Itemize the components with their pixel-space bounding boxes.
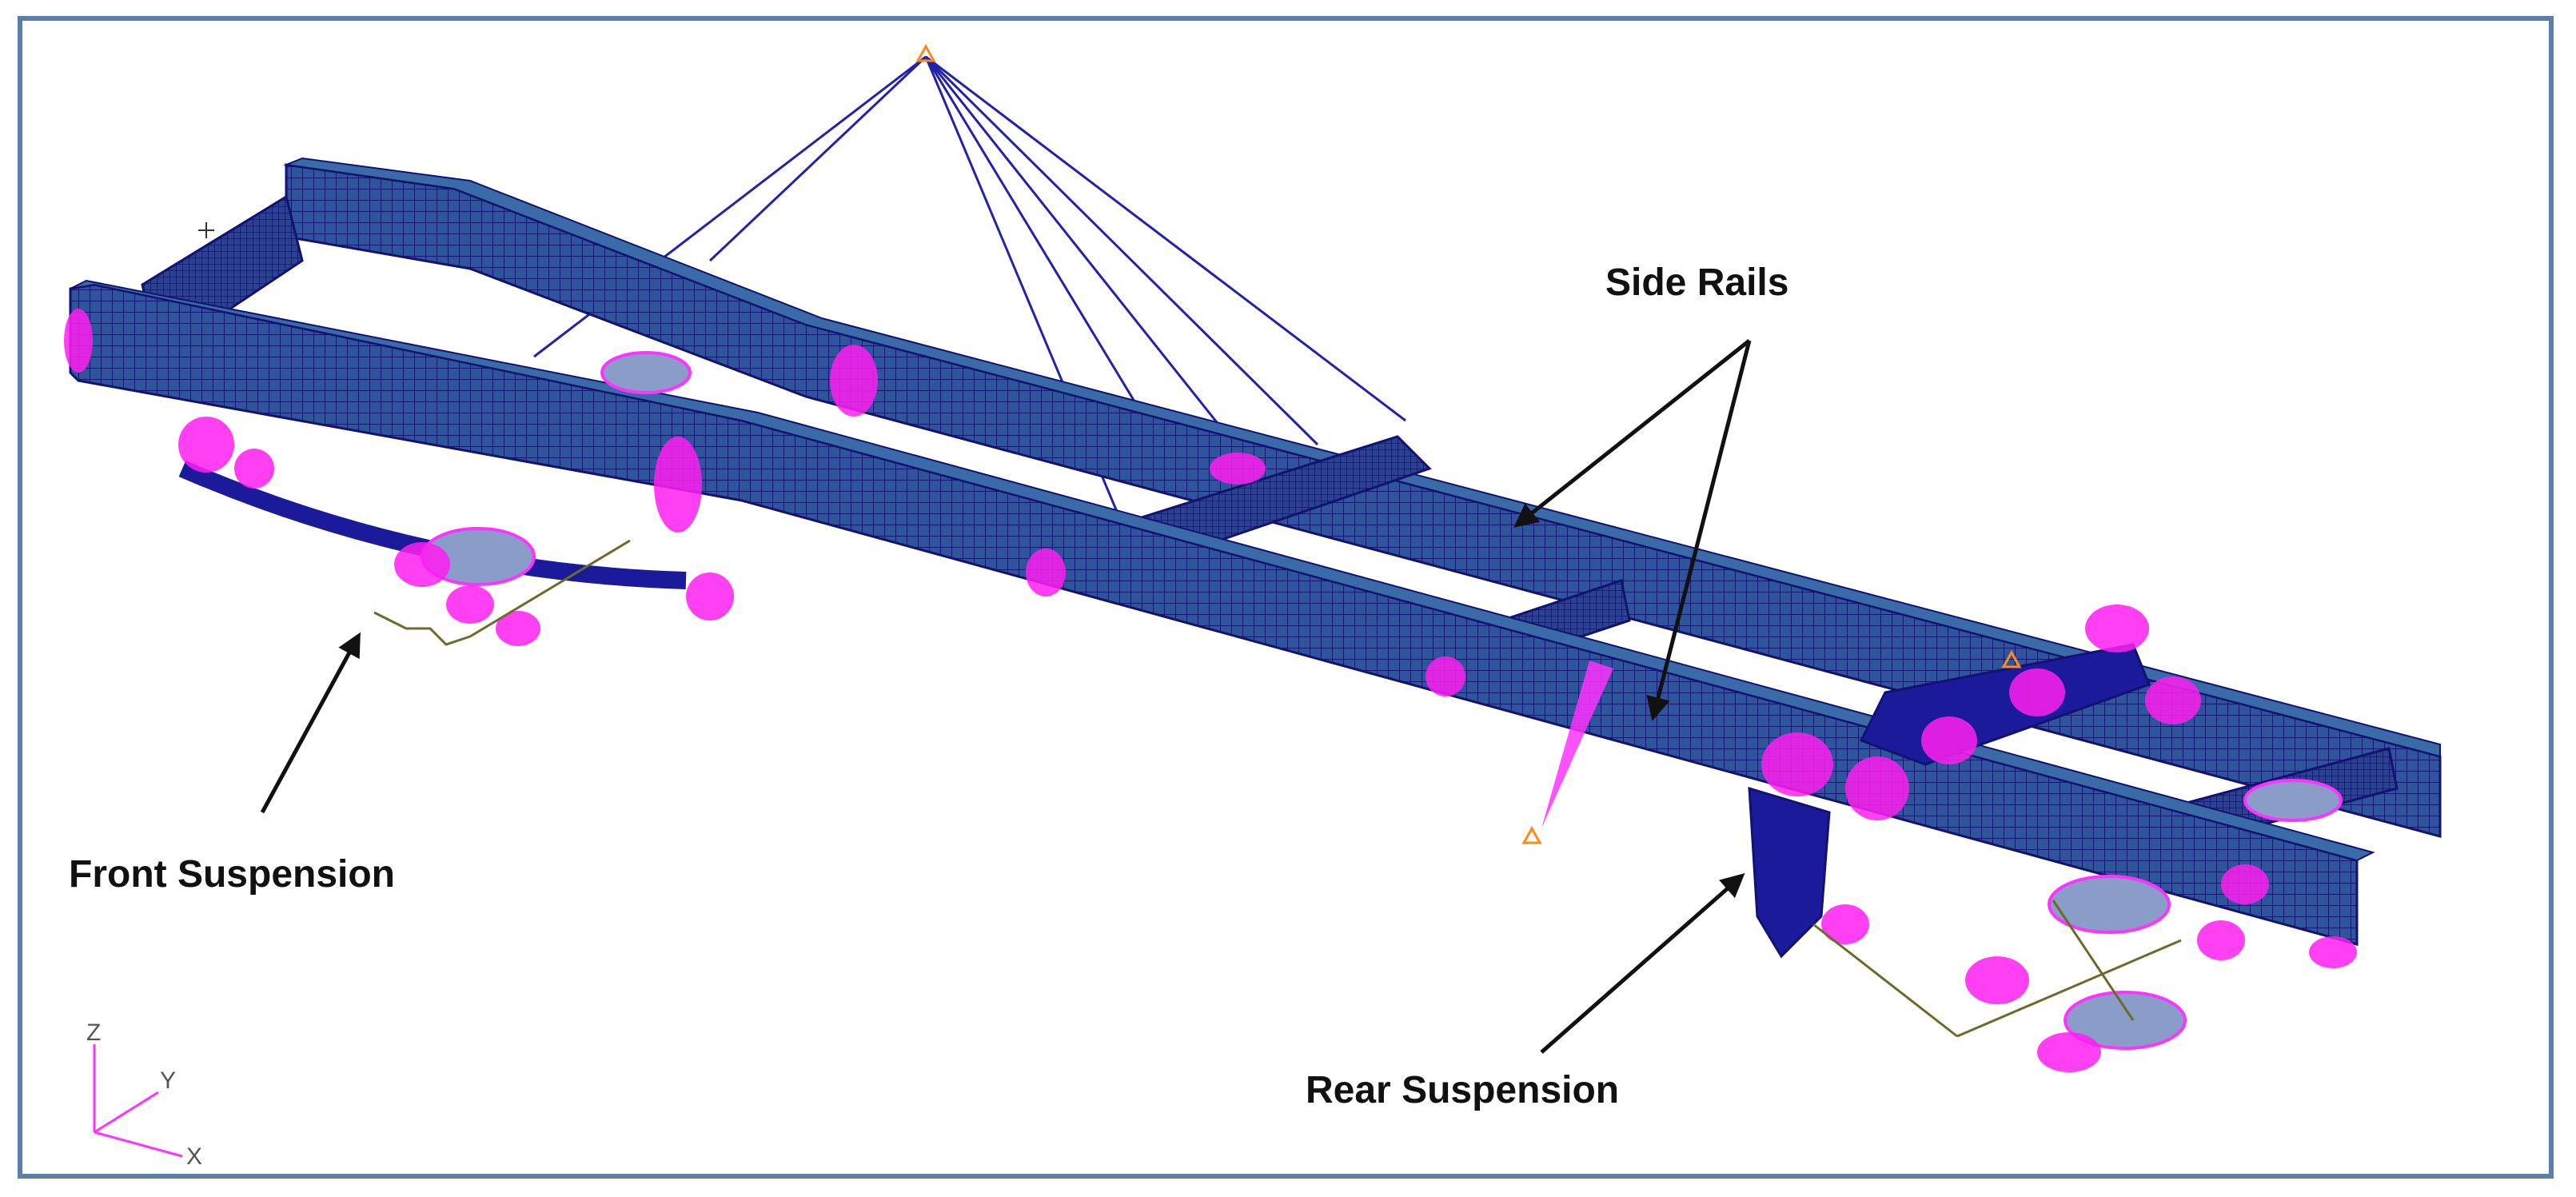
callout-rear-suspension: Rear Suspension [1306,1069,1620,1111]
constraint-triangle-icon [1521,825,1542,844]
side-rail-front-top [70,279,2375,862]
lift-cables [533,55,1406,533]
rigid-element-clusters [64,309,2357,1072]
callout-arrows [260,339,1752,1054]
arrow-icon [260,632,361,814]
axis-triad-icon [93,1044,183,1158]
crosshair-icon [198,222,214,238]
axis-y-label: Y [160,1067,176,1094]
axis-z-label: Z [86,1019,101,1046]
arrow-icon [1540,873,1745,1054]
front-wheel-disc-2 [600,351,692,394]
side-rail-rear-top [283,157,2441,758]
axis-x-label: X [186,1143,202,1170]
figure-frame: Z Y X Side Rails Front Suspension Rear S… [18,16,2554,1179]
side-rail-front [69,283,2359,946]
rear-wheel-disc-3 [2243,779,2343,822]
chassis-fe-model: Z Y X [64,43,2442,1170]
constraint-triangle-icon [915,43,936,62]
suspension-links [373,539,2182,1038]
rear-wheel-disc-2 [2064,991,2187,1050]
mid-gusset [1541,660,1613,828]
rear-wheel-disc-1 [2048,875,2171,934]
callout-front-suspension: Front Suspension [69,853,395,896]
arrow-icon [1513,339,1751,528]
arrow-icon [1646,340,1752,721]
callout-side-rails: Side Rails [1605,261,1789,304]
constraint-triangle-icon [2001,649,2022,668]
rear-hanger [1748,786,1831,959]
side-rail-rear [285,163,2442,838]
